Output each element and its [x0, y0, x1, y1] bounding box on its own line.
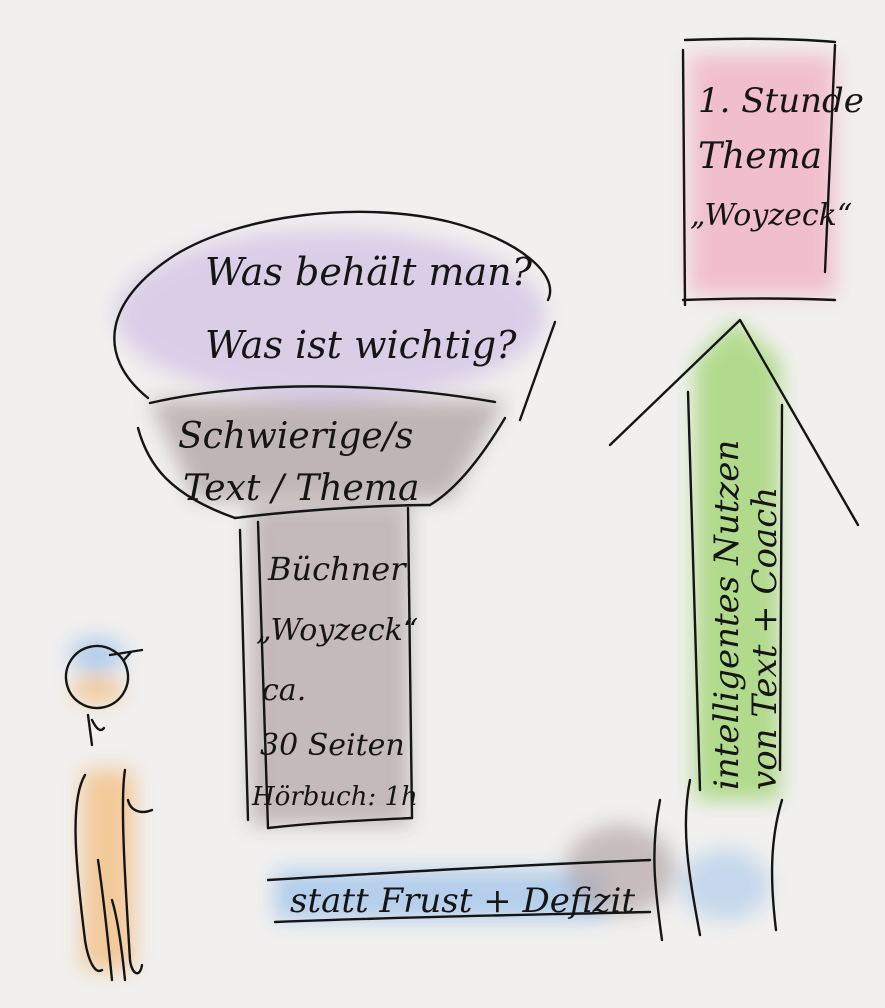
funnel-line1: Schwierige/s — [178, 416, 413, 457]
stem-shape — [238, 506, 414, 830]
color-washes — [69, 55, 835, 970]
bowl-line2: Was ist wichtig? — [205, 323, 517, 367]
bowl-shape — [113, 210, 557, 422]
funnel-shape — [136, 416, 507, 520]
goal-box-shape — [681, 37, 837, 307]
arrow-text: intelligentes Nutzen von Text + Coach — [707, 440, 785, 790]
stem-line1: Büchner — [267, 550, 407, 588]
goal-line3: „Woyzeck“ — [690, 198, 852, 233]
funnel-line2: Text / Thema — [183, 468, 419, 509]
bottom-bar-label: statt Frust + Defizit — [290, 881, 635, 921]
bowl-line1: Was behält man? — [205, 250, 533, 294]
person-figure — [64, 644, 154, 982]
head-icon — [64, 644, 130, 710]
goal-line1: 1. Stunde — [698, 81, 864, 121]
bottom-bar-shape — [266, 778, 784, 942]
stem-line4: 30 Seiten — [260, 728, 405, 763]
stem-line3: ca. — [262, 673, 306, 708]
stem-line5: Hörbuch: 1h — [251, 782, 418, 812]
arrow-shape — [608, 318, 860, 792]
stem-line2: „Woyzeck“ — [256, 613, 418, 648]
arrow-line2: von Text + Coach — [745, 487, 785, 790]
goal-line2: Thema — [698, 136, 822, 177]
arrow-line1: intelligentes Nutzen — [707, 440, 747, 790]
